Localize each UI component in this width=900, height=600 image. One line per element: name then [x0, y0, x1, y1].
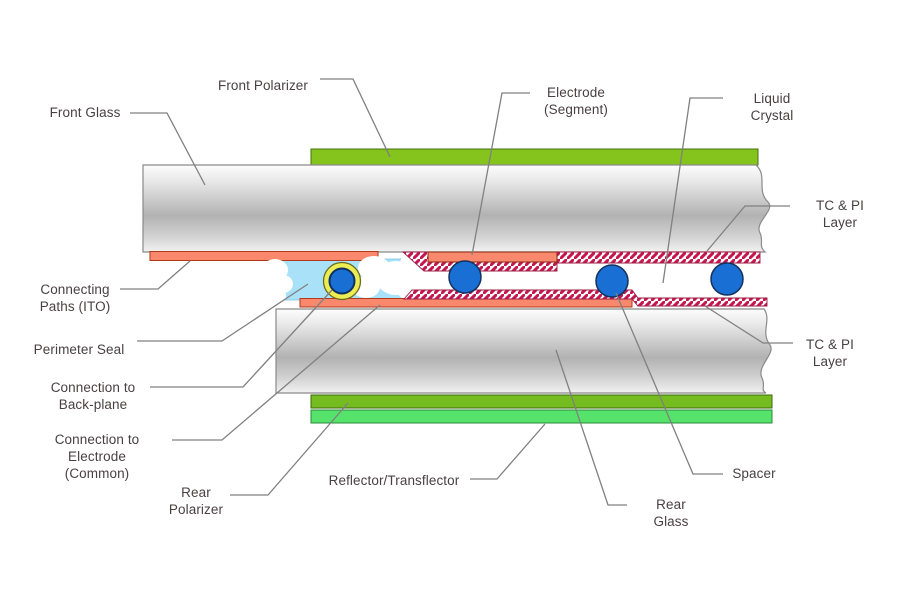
rear-ito-layer: [299, 298, 633, 308]
front-polarizer-layer: [310, 148, 759, 166]
label-liquid-crystal: Liquid Crystal: [750, 91, 794, 123]
leader-perimeter-seal: [137, 283, 309, 342]
label-tc-pi-layer-top: TC & PI Layer: [816, 198, 864, 230]
tc-pi-layer-bottom: [402, 289, 768, 307]
leader-connection-electrode-common: [172, 304, 381, 441]
label-rear-polarizer: Rear Polarizer: [168, 485, 224, 517]
label-connecting-paths: Connecting Paths (ITO): [39, 282, 111, 314]
label-spacer: Spacer: [732, 466, 776, 481]
leader-connection-backplane: [150, 289, 333, 388]
label-front-glass: Front Glass: [49, 105, 121, 120]
label-rear-glass: Rear Glass: [653, 497, 689, 529]
label-connection-backplane: Connection to Back-plane: [50, 380, 136, 412]
label-electrode-segment: Electrode (Segment): [544, 85, 608, 117]
label-reflector-transflector: Reflector/Transflector: [328, 473, 460, 488]
leader-front-glass: [130, 112, 206, 186]
rear-polarizer-layer: [310, 394, 773, 409]
spacers: [448, 260, 744, 298]
spacer-circle: [448, 260, 482, 294]
label-front-polarizer: Front Polarizer: [217, 78, 309, 93]
rear-glass-layer: [275, 308, 772, 394]
connecting-paths-ito-layer: [149, 251, 379, 261]
electrode-segment-layer: [427, 251, 558, 263]
leader-spacer: [615, 292, 723, 475]
label-perimeter-seal: Perimeter Seal: [33, 342, 125, 357]
spacer-circle: [710, 262, 744, 296]
leader-connecting-paths: [120, 260, 191, 290]
leader-lines: [120, 78, 793, 506]
leader-tc-pi-bottom: [704, 305, 793, 344]
backplane-connection-dot: [322, 261, 362, 301]
leader-tc-pi-top: [706, 205, 790, 252]
reflector-transflector-layer: [310, 409, 773, 424]
spacer-circle: [595, 264, 629, 298]
label-connection-electrode-common: Connection to Electrode (Common): [54, 432, 140, 481]
leader-electrode-segment: [471, 92, 530, 256]
leader-rear-glass: [555, 349, 627, 506]
leader-rear-polarizer: [230, 402, 349, 496]
leader-liquid-crystal: [662, 97, 723, 284]
leader-reflector: [470, 423, 546, 480]
leader-front-polarizer: [320, 78, 391, 158]
label-tc-pi-layer-bottom: TC & PI Layer: [806, 337, 854, 369]
front-glass-layer: [142, 164, 771, 253]
